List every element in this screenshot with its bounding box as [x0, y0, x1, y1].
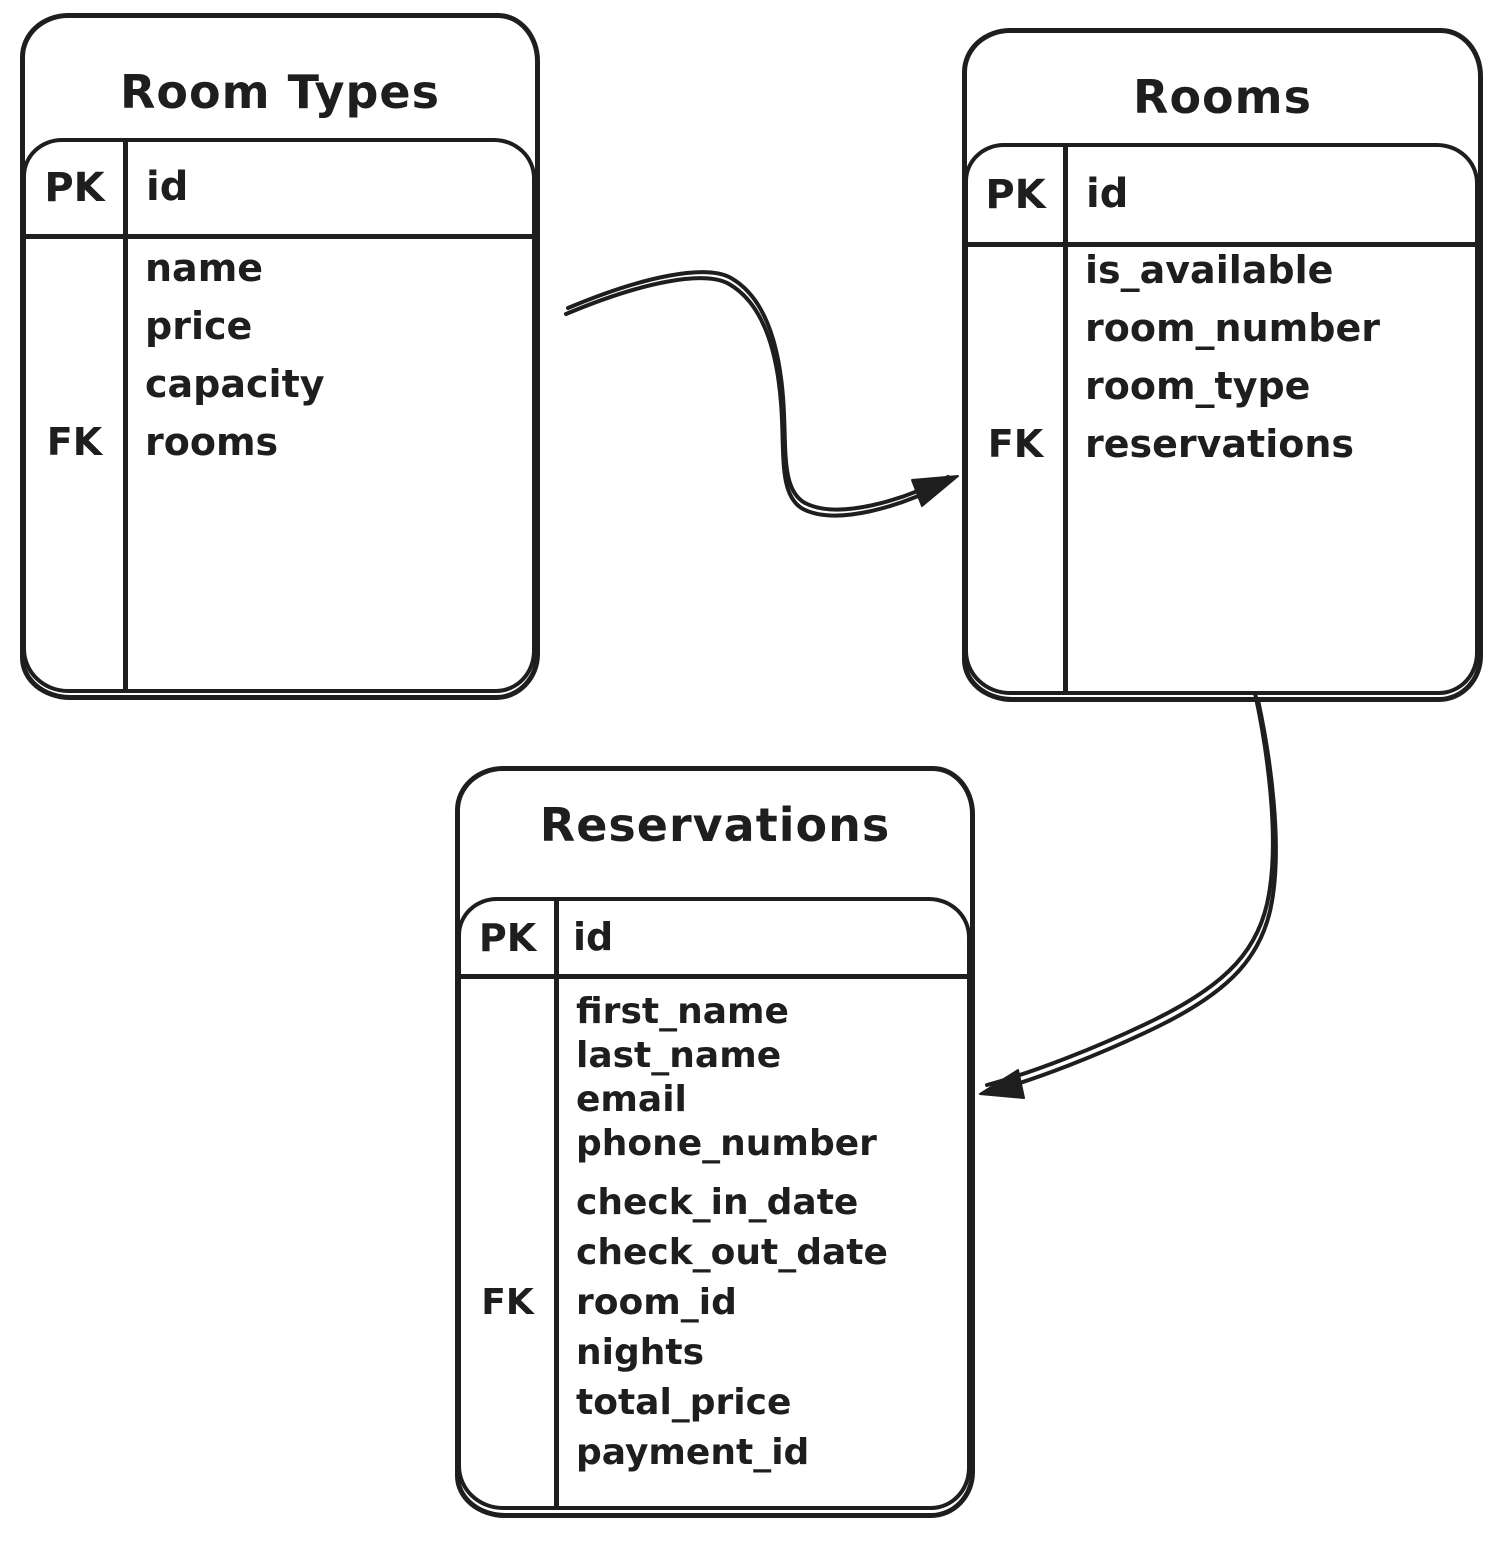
table-title: Reservations: [539, 798, 891, 852]
relationship-arrow-rooms-reservations[interactable]: [979, 691, 1278, 1099]
table-title: Room Types: [120, 65, 440, 119]
table-row: phone_number: [461, 1121, 967, 1165]
row-key-label: FK: [987, 422, 1044, 466]
row-field-name: check_out_date: [576, 1231, 888, 1273]
table-row: last_name: [461, 1033, 967, 1077]
table-row: FK room_id: [461, 1277, 967, 1327]
row-field-name: capacity: [145, 362, 325, 406]
table-row: room_type: [968, 357, 1475, 415]
pk-field-name: id: [146, 164, 189, 210]
table-row: check_in_date: [461, 1177, 967, 1227]
row-field-name: name: [145, 246, 264, 290]
entity-table-rooms[interactable]: Rooms PK id is_available room_number roo…: [962, 28, 1483, 702]
table-body: PK id name price capacity FK rooms: [22, 138, 536, 693]
row-field-name: room_number: [1085, 306, 1380, 350]
relationship-arrow-roomtypes-rooms[interactable]: [564, 270, 959, 518]
row-key-label: FK: [46, 420, 103, 464]
pk-field-name: id: [1086, 171, 1129, 217]
row-field-name: reservations: [1085, 422, 1355, 466]
table-body: PK id is_available room_number room_type…: [964, 143, 1479, 695]
table-row: capacity: [26, 355, 532, 413]
table-row: email: [461, 1077, 967, 1121]
table-row: price: [26, 297, 532, 355]
field-rows: is_available room_number room_type FK res…: [968, 241, 1475, 473]
header-row-divider: [26, 234, 532, 239]
key-column-divider: [123, 142, 128, 689]
row-field-name: payment_id: [576, 1431, 810, 1473]
row-field-name: email: [576, 1078, 687, 1120]
table-body: PK id first_name last_name email phone_n…: [457, 897, 971, 1510]
arrowhead-icon: [979, 1069, 1025, 1099]
row-field-name: first_name: [576, 990, 789, 1032]
row-field-name: rooms: [145, 420, 279, 464]
row-field-name: price: [145, 304, 253, 348]
field-rows: name price capacity FK rooms: [26, 239, 532, 471]
header-row-divider: [968, 242, 1475, 247]
header-row-divider: [461, 974, 967, 979]
table-row: nights: [461, 1327, 967, 1377]
key-column-divider: [554, 901, 559, 1506]
table-row: check_out_date: [461, 1227, 967, 1277]
row-key-label: FK: [481, 1281, 534, 1323]
row-field-name: last_name: [576, 1034, 782, 1076]
table-row: FK rooms: [26, 413, 532, 471]
row-field-name: phone_number: [576, 1122, 877, 1164]
pk-label: PK: [478, 916, 537, 960]
row-field-name: total_price: [576, 1381, 792, 1423]
field-rows: first_name last_name email phone_number …: [461, 989, 967, 1477]
row-field-name: nights: [576, 1331, 705, 1373]
row-field-name: room_type: [1085, 364, 1311, 408]
table-row: first_name: [461, 989, 967, 1033]
pk-field-name: id: [573, 915, 614, 959]
arrowhead-icon: [911, 475, 959, 507]
table-title: Rooms: [1133, 70, 1312, 124]
entity-table-reservations[interactable]: Reservations PK id first_name last_name …: [455, 766, 975, 1518]
table-row: total_price: [461, 1377, 967, 1427]
pk-label: PK: [44, 165, 105, 211]
key-column-divider: [1063, 147, 1068, 691]
table-row: room_number: [968, 299, 1475, 357]
table-row: FK reservations: [968, 415, 1475, 473]
row-field-name: is_available: [1085, 248, 1334, 292]
row-field-name: check_in_date: [576, 1181, 859, 1223]
entity-table-room-types[interactable]: Room Types PK id name price capacity FK r…: [20, 13, 540, 700]
table-row: is_available: [968, 241, 1475, 299]
table-row: payment_id: [461, 1427, 967, 1477]
pk-label: PK: [985, 172, 1046, 218]
row-field-name: room_id: [576, 1281, 737, 1323]
table-row: name: [26, 239, 532, 297]
